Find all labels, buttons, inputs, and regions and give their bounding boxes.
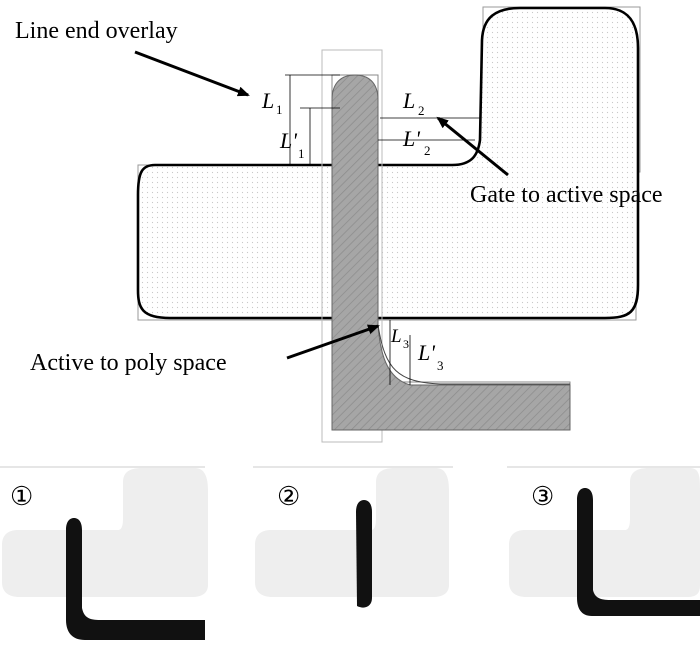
active-region-contour <box>136 6 640 320</box>
dim-L2: L 2 <box>402 88 425 118</box>
thumbnail-panel-1: ① <box>0 466 208 640</box>
svg-text:1: 1 <box>298 146 305 161</box>
gate-to-active-space-arrow <box>436 116 509 177</box>
svg-text:L: L <box>390 326 402 347</box>
svg-text:3: 3 <box>403 337 409 351</box>
thumbnail-panel-2: ② <box>253 466 453 608</box>
dimension-lines <box>285 74 480 385</box>
svg-text:L: L <box>402 88 415 113</box>
active-to-poly-space-arrow <box>286 324 380 360</box>
poly-gate-shape <box>331 74 571 431</box>
main-diagram: L 1 L' 1 L 2 L' 2 L 3 L' 3 Line end over… <box>15 6 663 443</box>
dim-L1: L 1 <box>261 88 283 117</box>
svg-text:3: 3 <box>437 358 444 373</box>
dim-L2-prime: L' 2 <box>402 126 431 158</box>
svg-text:L': L' <box>402 126 420 151</box>
svg-text:2: 2 <box>418 103 425 118</box>
panel-1-marker: ① <box>10 482 33 511</box>
svg-text:1: 1 <box>276 102 283 117</box>
panel-2-marker: ② <box>277 482 300 511</box>
thumbnail-panel-3: ③ <box>507 466 700 616</box>
svg-text:L': L' <box>279 128 297 153</box>
dim-L3: L 3 <box>390 326 409 351</box>
svg-text:2: 2 <box>424 143 431 158</box>
gate-to-active-space-label: Gate to active space <box>470 182 663 208</box>
panel-3-marker: ③ <box>531 482 554 511</box>
svg-text:L': L' <box>417 340 435 365</box>
active-to-poly-space-label: Active to poly space <box>30 350 227 376</box>
dim-L3-prime: L' 3 <box>417 340 444 373</box>
poly-printed-contour <box>377 324 570 385</box>
dim-L1-prime: L' 1 <box>279 128 305 161</box>
svg-text:L: L <box>261 88 274 113</box>
line-end-overlay-arrow <box>134 50 250 97</box>
line-end-overlay-label: Line end overlay <box>15 18 178 44</box>
